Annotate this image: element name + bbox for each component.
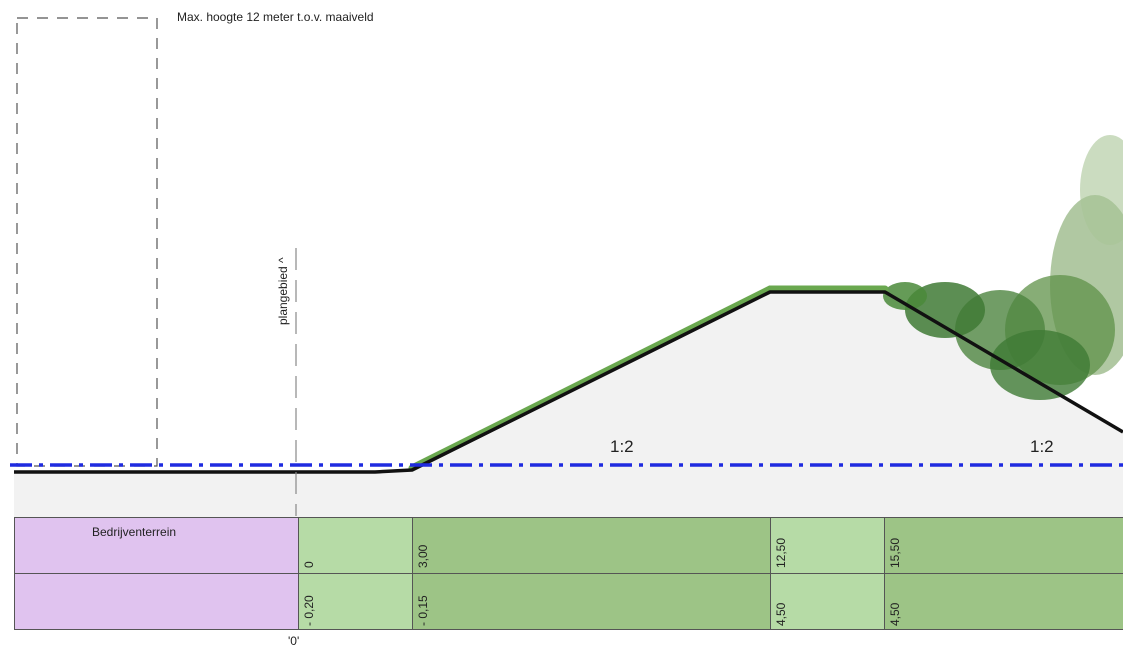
zone-cell-row1-a <box>299 517 413 574</box>
row2-value: 4,50 <box>774 602 788 626</box>
slope-label-left: 1:2 <box>610 437 634 456</box>
zone-cell-row2-c <box>771 573 885 630</box>
row2-value: 4,50 <box>888 602 902 626</box>
row1-value: 0 <box>302 561 316 568</box>
zero-reference-label: '0' <box>288 634 300 648</box>
max-height-envelope <box>16 17 158 467</box>
row2-value: - 0,15 <box>416 595 430 626</box>
embankment-body <box>14 292 1123 518</box>
profile-line <box>14 290 1123 474</box>
zone-cell-row2 <box>14 573 299 630</box>
max-height-label: Max. hoogte 12 meter t.o.v. maaiveld <box>177 10 374 24</box>
row1-value: 15,50 <box>888 537 902 568</box>
row1-value: 12,50 <box>774 537 788 568</box>
slope-label-right: 1:2 <box>1030 437 1054 456</box>
zone-cell-row1-b <box>413 517 771 574</box>
zone-cell-row1-d <box>885 517 1123 574</box>
plan-boundary-label: plangebied ^ <box>276 257 290 325</box>
tree-cluster <box>883 135 1123 400</box>
grass-strip <box>408 285 889 472</box>
zone-cell-row1-c <box>771 517 885 574</box>
zone-cell-row2-d <box>885 573 1123 630</box>
row1-value: 3,00 <box>416 544 430 568</box>
zone-cell-row2-b <box>413 573 771 630</box>
zone-cell-row2-a <box>299 573 413 630</box>
zone-label: Bedrijventerrein <box>92 525 177 539</box>
row2-value: - 0,20 <box>302 595 316 626</box>
